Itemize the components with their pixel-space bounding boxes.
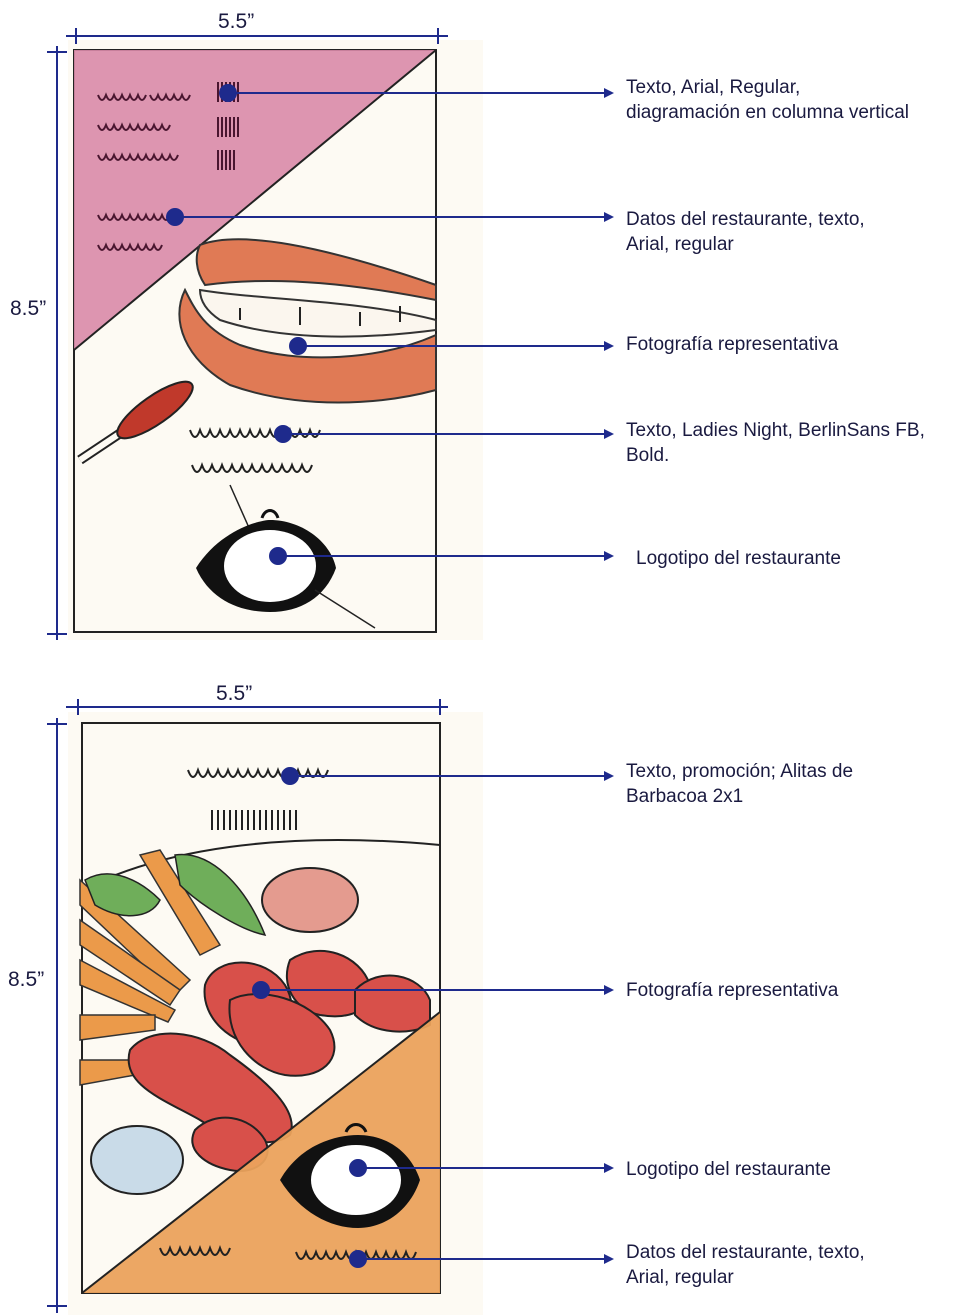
annotation-ladies-night-text: Texto, Ladies Night, BerlinSans FB, Bold… <box>626 418 925 468</box>
annotation-logo-2: Logotipo del restaurante <box>626 1157 831 1182</box>
annotation-photo-2: Fotografía representativa <box>626 978 838 1003</box>
sketch-2 <box>47 699 483 1315</box>
annotation-vertical-column-text: Texto, Arial, Regular, diagramación en c… <box>626 75 909 125</box>
height-label-1: 8.5” <box>10 297 46 321</box>
annotation-photo-1: Fotografía representativa <box>626 332 838 357</box>
height-dimension-2 <box>47 718 67 1313</box>
height-label-2: 8.5” <box>8 968 44 992</box>
annotation-logo-1: Logotipo del restaurante <box>636 546 841 571</box>
sauce-bowl-blue <box>91 1126 183 1194</box>
annotation-restaurant-data-1: Datos del restaurante, texto, Arial, reg… <box>626 207 865 257</box>
sketch-1 <box>47 28 483 640</box>
annotation-restaurant-data-2: Datos del restaurante, texto, Arial, reg… <box>626 1240 865 1290</box>
width-label-1: 5.5” <box>218 10 254 34</box>
width-label-2: 5.5” <box>216 682 252 706</box>
annotation-promo-text: Texto, promoción; Alitas de Barbacoa 2x1 <box>626 759 853 809</box>
height-dimension-1 <box>47 46 67 640</box>
sauce-bowl-pink <box>262 868 358 932</box>
